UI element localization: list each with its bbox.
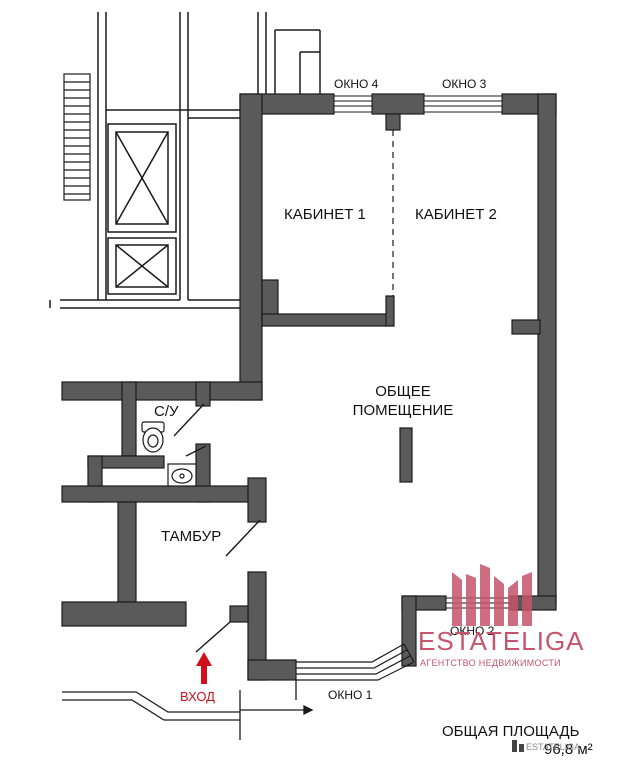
window-3-label: ОКНО 3 (442, 77, 487, 91)
window-2-label: ОКНО 2 (450, 624, 495, 638)
elevator-shaft-icon (107, 123, 177, 295)
watermark-brand: ESTATELIGA (418, 626, 585, 656)
exterior-lines (62, 680, 314, 740)
window-4-label: ОКНО 4 (334, 77, 379, 91)
windows (333, 95, 511, 609)
building-context-lines (49, 12, 321, 309)
total-area-label: ОБЩАЯ ПЛОЩАДЬ (442, 723, 580, 740)
office-2-label: КАБИНЕТ 2 (415, 206, 497, 223)
sink-icon (167, 463, 197, 487)
walls (61, 93, 557, 681)
staircase-icon (63, 73, 91, 201)
entry-arrow-icon (196, 652, 212, 684)
toilet-icon (141, 421, 165, 453)
watermark-tagline: АГЕНТСТВО НЕДВИЖИМОСТИ (420, 658, 561, 668)
watermark-small-brand: ESTATELIGA (526, 742, 581, 752)
wc-label: С/У (154, 403, 179, 420)
watermark-small-logo (512, 740, 524, 752)
doors (173, 403, 261, 653)
total-area-value: 96,8 м² (544, 741, 593, 758)
window-1-label: ОКНО 1 (328, 688, 373, 702)
watermark-logo (452, 564, 532, 626)
common-room-label-line2: ПОМЕЩЕНИЕ (352, 402, 454, 419)
window-1-frame (296, 643, 415, 681)
common-room-label-line1: ОБЩЕЕ (375, 383, 431, 400)
entrance-label: ВХОД (180, 689, 215, 704)
vestibule-label: ТАМБУР (161, 528, 222, 545)
office-1-label: КАБИНЕТ 1 (284, 206, 366, 223)
